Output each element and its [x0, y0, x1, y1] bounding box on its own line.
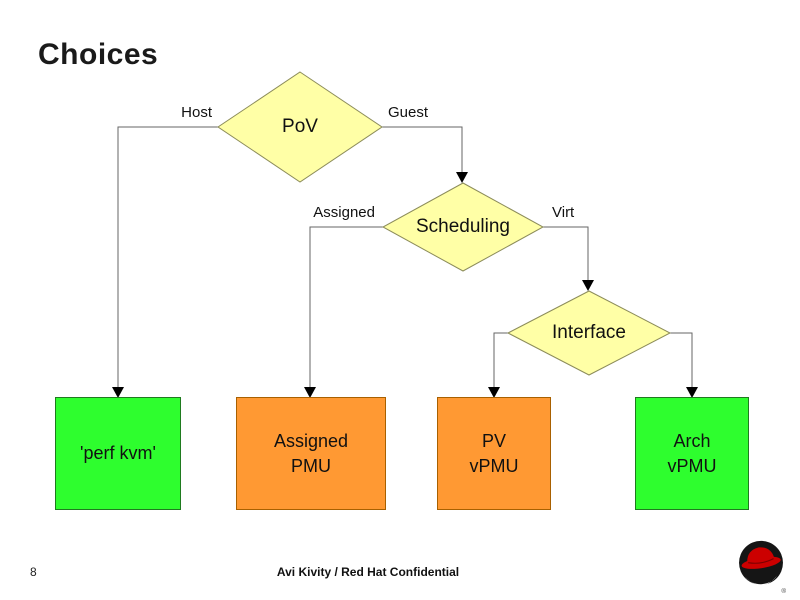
connector-host: [117, 126, 218, 387]
connector-assigned: [309, 226, 383, 387]
decision-diamond-pov: [217, 71, 383, 183]
registered-trademark-mark: ®: [781, 587, 786, 595]
arrowhead-interface-right: [686, 387, 698, 398]
decision-diamond-interface: [506, 290, 672, 376]
page-title: Choices: [38, 38, 159, 71]
branch-label-guest: Guest: [388, 104, 429, 121]
branch-label-virt: Virt: [552, 204, 575, 221]
branch-label-assigned: Assigned: [313, 204, 375, 221]
connector-interface-left: [493, 332, 508, 387]
arrowhead-virt: [582, 280, 594, 291]
outcome-box-arch-vpmu: Arch vPMU: [635, 397, 749, 510]
outcome-box-assigned-pmu: Assigned PMU: [236, 397, 386, 510]
connector-interface-right: [670, 332, 693, 387]
outcome-label: PMU: [291, 455, 331, 476]
outcome-label: 'perf kvm': [80, 443, 156, 464]
outcome-box-pv-vpmu: PV vPMU: [437, 397, 551, 510]
page-number: 8: [30, 565, 37, 579]
branch-label-host: Host: [181, 104, 212, 121]
arrowhead-guest: [456, 172, 468, 183]
outcome-label: PV: [481, 431, 506, 452]
outcome-label: vPMU: [469, 455, 519, 476]
redhat-shadowman-logo-icon: ®: [739, 540, 786, 595]
outcome-label: vPMU: [667, 455, 717, 476]
outcome-label: Arch: [673, 431, 711, 452]
arrowhead-host: [112, 387, 124, 398]
arrowhead-interface-left: [488, 387, 500, 398]
outcome-box-perf-kvm: 'perf kvm': [55, 397, 181, 510]
arrowhead-assigned: [304, 387, 316, 398]
outcome-label: Assigned: [273, 431, 349, 452]
footer-confidential-text: Avi Kivity / Red Hat Confidential: [276, 565, 460, 579]
connector-virt: [543, 226, 589, 280]
decision-diamond-scheduling: [381, 182, 545, 272]
connector-guest: [382, 126, 463, 172]
